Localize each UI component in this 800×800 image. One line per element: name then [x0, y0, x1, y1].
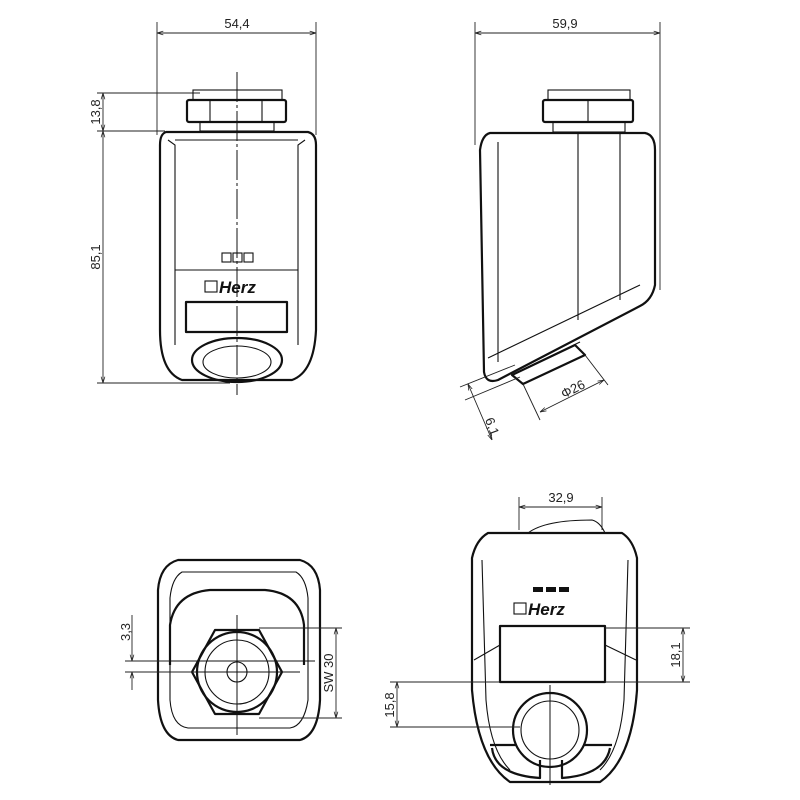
- width-dimension: 54,4: [224, 16, 249, 31]
- side-view: 59,9 6,1 Φ26: [459, 16, 661, 440]
- wrench-size-dimension: SW 30: [321, 653, 336, 692]
- knob-offset-dimension: 6,1: [482, 415, 502, 437]
- nut-height-dimension: 13,8: [88, 99, 103, 124]
- display-height-dimension: 18,1: [668, 642, 683, 667]
- herz-heart-logo-icon: [513, 602, 527, 615]
- knob-diameter-dimension: Φ26: [558, 377, 587, 402]
- brand-logo: Herz: [219, 278, 256, 297]
- offset-dimension: 3,3: [118, 623, 133, 641]
- rear-brand-logo: Herz: [528, 600, 565, 619]
- herz-heart-logo-icon: [204, 280, 218, 293]
- bottom-view: 3,3 SW 30: [118, 558, 342, 742]
- body-height-dimension: 85,1: [88, 244, 103, 269]
- front-view: 54,4 13,8 85,1 Herz: [88, 16, 318, 395]
- cap-width-dimension: 32,9: [548, 490, 573, 505]
- rear-knob-offset-dimension: 15,8: [382, 692, 397, 717]
- rear-view: 32,9 Herz 18,1 15,8: [382, 490, 690, 785]
- depth-dimension: 59,9: [552, 16, 577, 31]
